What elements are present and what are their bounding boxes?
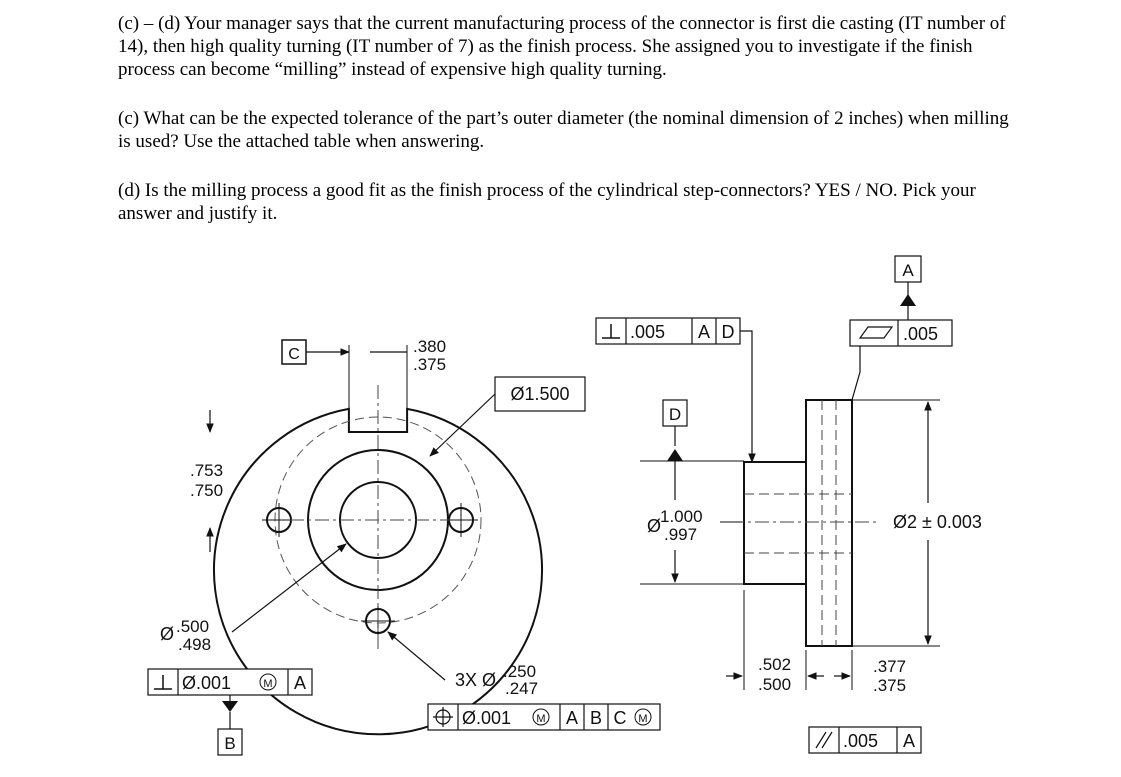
slot-depth-dim: .753 .750 [190, 410, 223, 552]
center-hole-dim: Ø .500 .498 [160, 543, 347, 654]
datum-d: D Ø 1.000 .997 [640, 399, 744, 585]
hub-upper: 1.000 [660, 507, 703, 526]
perp-left-datum: A [294, 673, 306, 693]
parallel-datum-a: A [903, 731, 915, 751]
outer-diameter-dim: Ø2 ± 0.003 [852, 399, 982, 647]
perp-top-datum-d: D [722, 322, 735, 342]
bolt-hole-prefix: 3X Ø [455, 670, 496, 690]
hub-length-upper: .502 [758, 655, 791, 674]
slot-depth-upper: .753 [190, 461, 223, 480]
fcf-perpendicularity-left: Ø.001 M A [147, 668, 313, 696]
datum-c-label: C [288, 346, 300, 363]
datum-b-label: B [224, 734, 235, 753]
slot-width-upper: .380 [413, 337, 446, 356]
center-hole-lower: .498 [178, 635, 211, 654]
hub-lower: .997 [664, 525, 697, 544]
position-datum-c-modifier: M [638, 713, 647, 725]
perp-top-tolerance: .005 [630, 322, 665, 342]
outer-diameter-label: Ø2 ± 0.003 [893, 512, 982, 532]
fcf-parallelism: .005 A [808, 726, 922, 754]
side-hidden-lines [744, 400, 852, 646]
position-datum-a: A [566, 708, 578, 728]
fcf-position: Ø.001 M A B C M [427, 703, 661, 731]
flange-side [805, 399, 853, 647]
datum-a: A [894, 255, 922, 320]
fcf-perpendicularity-top: .005 A D [595, 317, 756, 463]
center-hole-upper: .500 [176, 617, 209, 636]
side-view [743, 399, 853, 647]
flange-thickness-upper: .377 [873, 657, 906, 676]
position-datum-c: C [614, 708, 627, 728]
parallel-tolerance: .005 [843, 731, 878, 751]
fcf-flatness: .005 [849, 319, 953, 401]
hole-crosshairs [262, 503, 478, 638]
flange-outline [213, 407, 543, 736]
bore-diameter-callout: Ø1.500 [429, 376, 586, 457]
position-tolerance: Ø.001 [462, 708, 511, 728]
question-part-c: (c) What can be the expected tolerance o… [118, 108, 1009, 152]
hub-length-lower: .500 [758, 675, 791, 694]
perp-left-modifier: M [263, 678, 272, 690]
flatness-tolerance: .005 [903, 324, 938, 344]
length-dims: .502 .500 .377 .375 [726, 590, 906, 695]
center-hole-prefix: Ø [160, 624, 174, 644]
front-centerlines [290, 385, 450, 650]
question-part-d: (d) Is the milling process a good fit as… [118, 180, 976, 224]
bolt-hole-upper: .250 [503, 662, 536, 681]
hub-side [743, 461, 807, 585]
datum-a-label: A [902, 261, 914, 280]
slot-depth-lower: .750 [190, 481, 223, 500]
position-datum-b: B [590, 708, 602, 728]
perp-left-tolerance: Ø.001 [182, 673, 231, 693]
bolt-hole-callout: 3X Ø .250 .247 [387, 631, 538, 698]
perp-top-datum-a: A [698, 322, 710, 342]
question-intro: (c) – (d) Your manager says that the cur… [118, 13, 1006, 80]
slot-width-dim: C .380 .375 [281, 337, 446, 408]
slot-width-lower: .375 [413, 355, 446, 374]
position-modifier: M [536, 713, 545, 725]
flange-thickness-lower: .375 [873, 676, 906, 695]
datum-b: B [217, 695, 243, 756]
datum-d-label: D [669, 405, 681, 424]
bore-diameter-label: Ø1.500 [510, 384, 569, 404]
hub-prefix: Ø [647, 516, 661, 536]
bolt-hole-lower: .247 [505, 679, 538, 698]
